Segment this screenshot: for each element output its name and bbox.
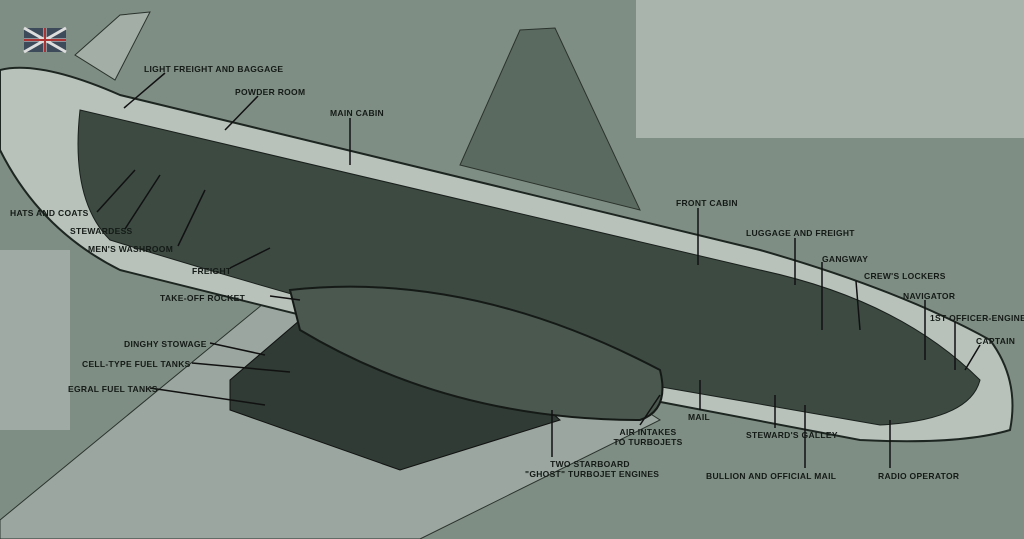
- label-integral-fuel-tanks: EGRAL FUEL TANKS: [68, 384, 158, 394]
- label-main-cabin: MAIN CABIN: [330, 108, 384, 118]
- label-ghost-engines-line1: TWO STARBOARD: [550, 459, 630, 469]
- label-powder-room: POWDER ROOM: [235, 87, 306, 97]
- label-mens-washroom: MEN'S WASHROOM: [88, 244, 174, 254]
- label-takeoff-rocket: TAKE-OFF ROCKET: [160, 293, 246, 303]
- sky-cloud-panel: [636, 0, 1024, 138]
- label-dinghy-stowage: DINGHY STOWAGE: [124, 339, 207, 349]
- label-front-cabin: FRONT CABIN: [676, 198, 738, 208]
- engine-nacelle: [288, 285, 664, 422]
- label-mail: MAIL: [688, 412, 710, 422]
- label-air-intakes-line1: AIR INTAKES: [619, 427, 677, 437]
- label-crews-lockers: CREW'S LOCKERS: [864, 271, 946, 281]
- label-stewardess: STEWARDESS: [70, 226, 133, 236]
- label-stewards-galley: STEWARD'S GALLEY: [746, 430, 838, 440]
- label-bullion-mail: BULLION AND OFFICIAL MAIL: [706, 471, 837, 481]
- label-ghost-engines: TWO STARBOARD "GHOST" TURBOJET ENGINES: [525, 459, 660, 479]
- label-navigator: NAVIGATOR: [903, 291, 956, 301]
- label-air-intakes: AIR INTAKES TO TURBOJETS: [608, 427, 688, 447]
- tailplane: [74, 11, 151, 81]
- label-captain: CAPTAIN: [976, 336, 1016, 346]
- label-hats-coats: HATS AND COATS: [10, 208, 89, 218]
- label-first-officer: 1ST OFFICER-ENGINE: [930, 313, 1024, 323]
- label-light-freight: LIGHT FREIGHT AND BAGGAGE: [144, 64, 284, 74]
- label-radio-operator: RADIO OPERATOR: [878, 471, 960, 481]
- label-air-intakes-line2: TO TURBOJETS: [613, 437, 683, 447]
- label-luggage-freight: LUGGAGE AND FREIGHT: [746, 228, 855, 238]
- tail-fin: [459, 27, 641, 211]
- label-cell-fuel-tanks: CELL-TYPE FUEL TANKS: [82, 359, 191, 369]
- label-gangway: GANGWAY: [822, 254, 869, 264]
- label-freight: FREIGHT: [192, 266, 232, 276]
- label-ghost-engines-line2: "GHOST" TURBOJET ENGINES: [525, 469, 660, 479]
